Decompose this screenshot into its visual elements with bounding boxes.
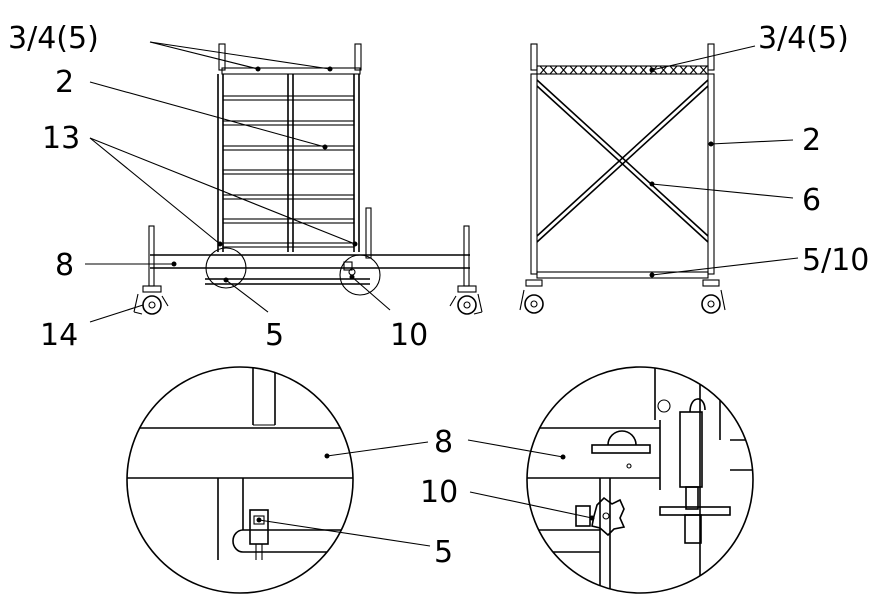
side-label-ladder: 2 [55,65,74,100]
front-castor-left [519,279,544,314]
side-label-brace: 13 [42,121,80,156]
front-diagonal-2b [536,85,709,243]
detail-right-label-lock: 10 [420,475,458,510]
side-label-castor: 14 [40,318,78,353]
side-top-post-left [218,43,226,71]
side-label-pin: 5 [265,318,284,353]
side-ladder-rungs [222,95,355,248]
front-top-post-left [530,43,538,71]
front-platform-hatch [539,65,708,75]
side-outrigger-post-left [148,225,155,287]
side-top-post-right [354,43,362,71]
side-label-lock: 10 [390,318,428,353]
front-castor-right [701,279,726,314]
detail-left-circle [126,366,354,594]
front-label-top: 3/4(5) [758,21,849,56]
front-diagonal-2 [536,79,709,237]
front-label-bottom: 5/10 [802,243,869,278]
front-bottom-rail [536,271,709,279]
detail-left: 8 5 [126,366,453,594]
front-upright-right [707,73,715,275]
side-label-outrigger: 8 [55,248,74,283]
detail-left-label-outrigger: 8 [434,425,453,460]
detail-left-label-pin: 5 [434,535,453,570]
side-detail-marker-right [339,254,381,296]
side-top-rail [221,67,361,75]
detail-right: 8 10 [420,366,754,594]
detail-right-circle [526,366,754,594]
front-top-platform [536,65,709,75]
side-detail-marker-left [205,247,247,289]
front-view: 3/4(5) 2 6 5/10 [519,21,869,314]
front-upright-left [530,73,538,275]
front-label-diagonal: 6 [802,183,821,218]
side-label-top: 3/4(5) [8,21,99,56]
side-castor-right [449,285,483,315]
side-brace-post [365,207,372,259]
side-castor-left [133,285,169,315]
side-outrigger-post-right [463,225,470,287]
front-label-upright: 2 [802,123,821,158]
side-view: 3/4(5) 2 13 8 14 5 10 [8,21,483,353]
